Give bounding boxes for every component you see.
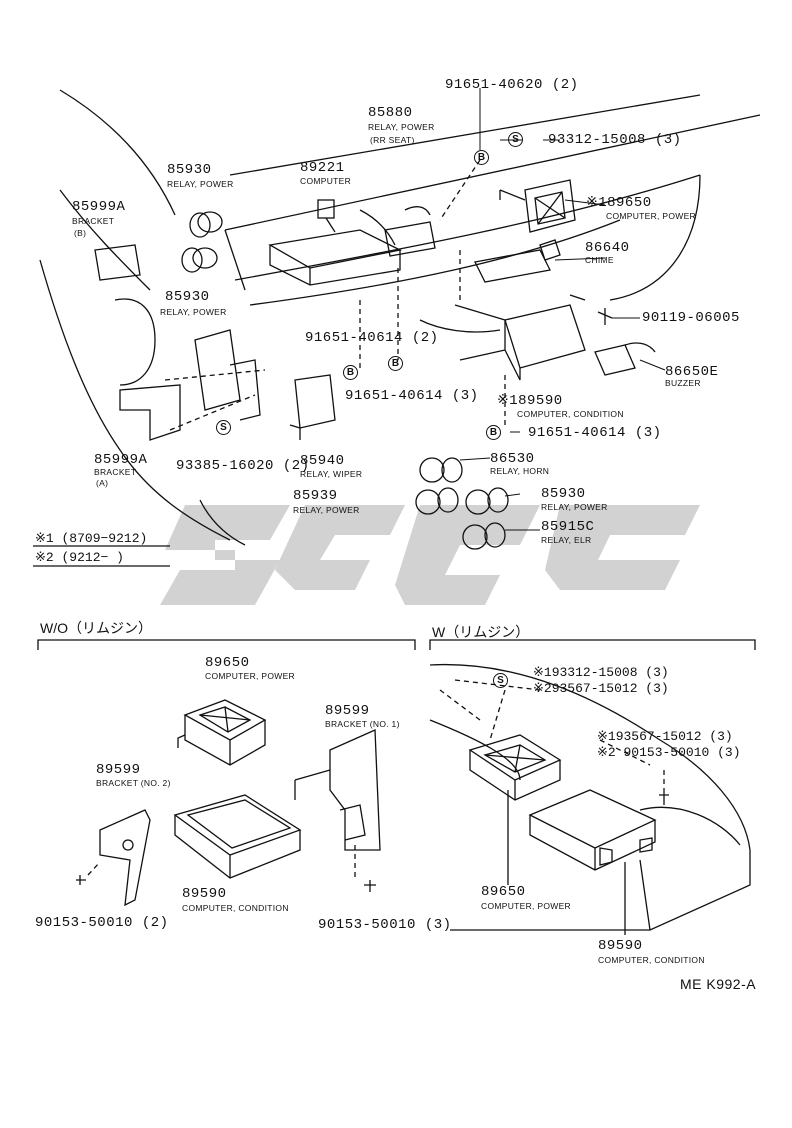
part-number-label: 89590 [182,886,227,902]
part-name-label: COMPUTER [300,176,352,186]
part-number-label: 91651-40620 (2) [445,77,579,93]
part-number-label: 93312-15008 (3) [548,132,682,148]
part-number-label: 91651-40614 (2) [305,330,439,346]
part-number-label: ※293567-15012 (3) [533,681,669,696]
b-marker-icon: B [474,150,489,165]
part-name-label: RELAY, ELR [541,535,592,545]
part-number-label: 93385-16020 (2) [176,458,310,474]
part-name-label: COMPUTER, POWER [606,211,696,221]
b-marker-icon: B [388,356,403,371]
part-name-label: CHIME [585,255,614,265]
part-number-label: 89599 [96,762,141,778]
part-name-label: COMPUTER, CONDITION [517,409,624,419]
part-number-label: 85930 [165,289,210,305]
part-number-label: 89590 [598,938,643,954]
part-number-label: 85930 [167,162,212,178]
applicability-note: ※2 (9212− ) [35,550,124,565]
part-number-label: 89221 [300,160,345,176]
part-number-label: ※189590 [497,393,563,409]
b-marker-icon: B [343,365,358,380]
s-marker-icon: S [493,673,508,688]
part-name-label: COMPUTER, POWER [481,901,571,911]
part-number-label: ※193567-15012 (3) [597,729,733,744]
part-name-label: COMPUTER, POWER [205,671,295,681]
part-number-label: 85939 [293,488,338,504]
part-note-label: (A) [96,478,109,488]
part-name-label: BRACKET (No. 2) [96,778,171,788]
part-name-label: RELAY, POWER [167,179,234,189]
applicability-note: ※1 (8709−9212) [35,531,148,546]
section-header-w: W（リムジン） [432,624,530,640]
part-number-label: 89650 [481,884,526,900]
part-number-label: 91651-40614 (3) [345,388,479,404]
part-number-label: ※2 90153-50010 (3) [597,745,741,760]
part-name-label: RELAY, POWER [160,307,227,317]
s-marker-icon: S [508,132,523,147]
part-name-label: COMPUTER, CONDITION [182,903,289,913]
part-number-label: 89599 [325,703,370,719]
part-number-label: 85940 [300,453,345,469]
part-number-label: 86650E [665,364,719,380]
part-number-label: ※189650 [586,195,652,211]
part-number-label: 85930 [541,486,586,502]
lower-left-assembly [76,699,381,907]
watermark [160,505,700,605]
part-number-label: ※193312-15008 (3) [533,665,669,680]
figure-code: ME K992-A [680,976,757,992]
part-name-label: RELAY, POWER [293,505,360,515]
part-note-label: (RR SEAT) [370,135,415,145]
part-name-label: RELAY, WIPER [300,469,363,479]
leader-lines [459,88,666,531]
part-number-label: 90153-50010 (3) [318,917,452,933]
part-number-label: 85999A [94,452,148,468]
part-name-label: BRACKET (No. 1) [325,719,400,729]
b-marker-icon: B [486,425,501,440]
part-number-label: 86530 [490,451,535,467]
part-name-label: RELAY, POWER [368,122,435,132]
part-number-label: 86640 [585,240,630,256]
part-number-label: 90153-50010 (2) [35,915,169,931]
part-note-label: (B) [74,228,87,238]
part-name-label: BUZZER [665,378,701,388]
part-number-label: 85999A [72,199,126,215]
section-frames [33,545,756,650]
part-number-label: 91651-40614 (3) [528,425,662,441]
part-name-label: BRACKET [94,467,137,477]
lower-right-assembly [429,663,751,935]
part-name-label: COMPUTER, CONDITION [598,955,705,965]
part-number-label: 89650 [205,655,250,671]
part-number-label: 90119-06005 [642,310,740,326]
part-name-label: RELAY, HORN [490,466,550,476]
part-number-label: 85880 [368,105,413,121]
section-header-wo: W/O（リムジン） [40,620,152,636]
part-name-label: RELAY, POWER [541,502,608,512]
upper-assembly [39,89,761,550]
part-name-label: BRACKET [72,216,115,226]
s-marker-icon: S [216,420,231,435]
part-number-label: 85915C [541,519,595,535]
